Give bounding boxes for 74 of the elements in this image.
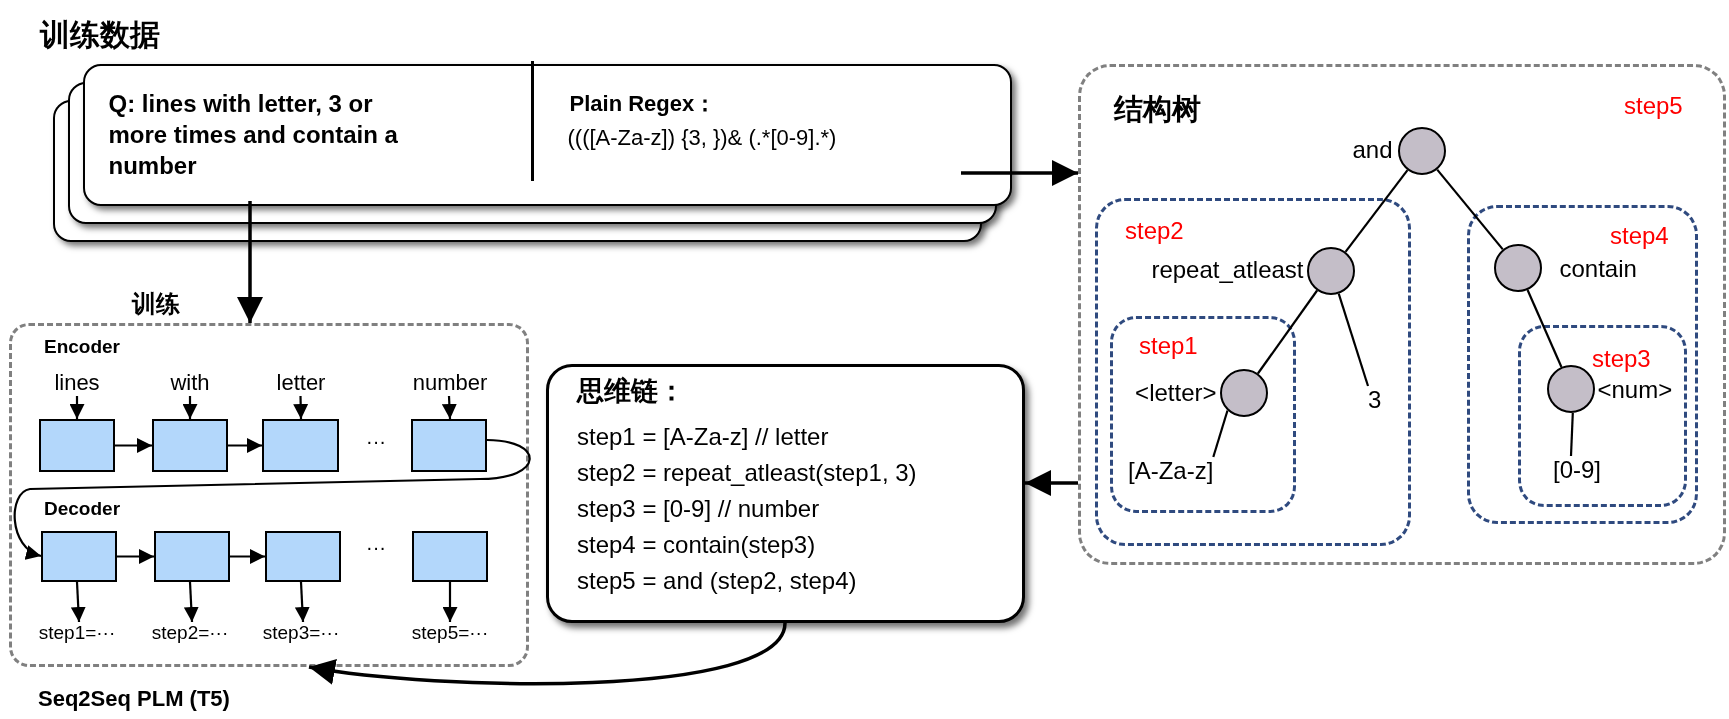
step-label: step3 — [1592, 345, 1651, 373]
connector-line — [1212, 410, 1229, 458]
block — [41, 531, 117, 582]
input-word: number — [395, 370, 505, 396]
arrow — [228, 438, 262, 453]
connector-line — [1526, 289, 1563, 368]
input-word: lines — [22, 370, 132, 396]
dashed-region — [1518, 325, 1687, 507]
code-line: step3 = [0-9] // number — [577, 495, 820, 523]
connector-line — [1436, 168, 1504, 251]
arrow — [442, 582, 458, 622]
chain-box — [546, 364, 1025, 623]
node-label: repeat_atleast — [1151, 255, 1304, 284]
step-label: step1 — [1139, 332, 1198, 360]
arrow — [182, 396, 198, 419]
block — [262, 419, 339, 472]
regex-heading: Plain Regex： — [569, 90, 717, 116]
block — [265, 531, 341, 582]
step-label: step2 — [1125, 217, 1184, 245]
section-label: Encoder — [44, 336, 121, 358]
step-label: step4 — [1610, 222, 1669, 250]
regex-text: ((([A-Za-z]) {3, })& (.*[0-9].*) — [567, 124, 837, 150]
connector-line — [1569, 412, 1574, 457]
arrow — [294, 581, 310, 623]
block — [411, 419, 487, 472]
code-line: step5 = and (step2, step4) — [577, 567, 857, 595]
dashed-region — [1095, 198, 1411, 546]
ellipsis: ··· — [366, 536, 386, 559]
input-word: letter — [246, 370, 356, 396]
node-label: <letter> — [1135, 378, 1217, 407]
node-label: and — [1352, 135, 1393, 164]
arrow — [1025, 470, 1078, 496]
arrow — [230, 549, 265, 564]
box-heading: 思维链： — [577, 376, 685, 408]
card-heading: 训练数据 — [39, 17, 160, 52]
section-label: Decoder — [44, 498, 121, 520]
block — [412, 531, 488, 582]
arrow — [308, 622, 787, 686]
code-line: step1 = [A-Za-z] // letter — [577, 423, 829, 451]
block — [39, 419, 115, 472]
connector-line — [1337, 293, 1370, 387]
arrow — [293, 395, 309, 420]
block — [152, 419, 228, 472]
arrow — [70, 581, 86, 623]
dashed-region — [1078, 64, 1726, 565]
arrow — [237, 201, 263, 323]
arrow — [183, 581, 199, 623]
input-word: with — [135, 370, 245, 396]
dashed-region — [1467, 205, 1698, 524]
region-title: 结构树 — [1114, 93, 1201, 127]
leaf-label: [0-9] — [1553, 456, 1602, 484]
code-line: step2 = repeat_atleast(step1, 3) — [577, 459, 917, 487]
block — [154, 531, 230, 582]
node-label: contain — [1559, 254, 1637, 283]
step-label: step5 — [1624, 92, 1683, 120]
connector-line — [1344, 169, 1409, 253]
arrow — [115, 438, 152, 453]
code-line: step4 = contain(step3) — [577, 531, 816, 559]
arrow — [117, 549, 154, 564]
node-label: Seq2Seq PLM (T5) — [38, 686, 230, 712]
output-label: step5=··· — [392, 622, 508, 646]
output-label: step1=··· — [19, 622, 135, 646]
arrow — [961, 160, 1078, 186]
edge-label: 训练 — [132, 290, 180, 318]
leaf-label: [A-Za-z] — [1128, 457, 1214, 485]
connector-line — [1257, 289, 1318, 375]
leaf-label: 3 — [1368, 386, 1382, 414]
arrow — [13, 438, 531, 558]
arrow — [441, 395, 457, 420]
dashed-region — [1110, 316, 1296, 513]
arrow — [69, 396, 85, 419]
node-label: <num> — [1597, 375, 1673, 404]
question-text: Q: lines with letter, 3 or more times and contain a number — [108, 88, 399, 181]
ellipsis: ··· — [366, 430, 386, 453]
